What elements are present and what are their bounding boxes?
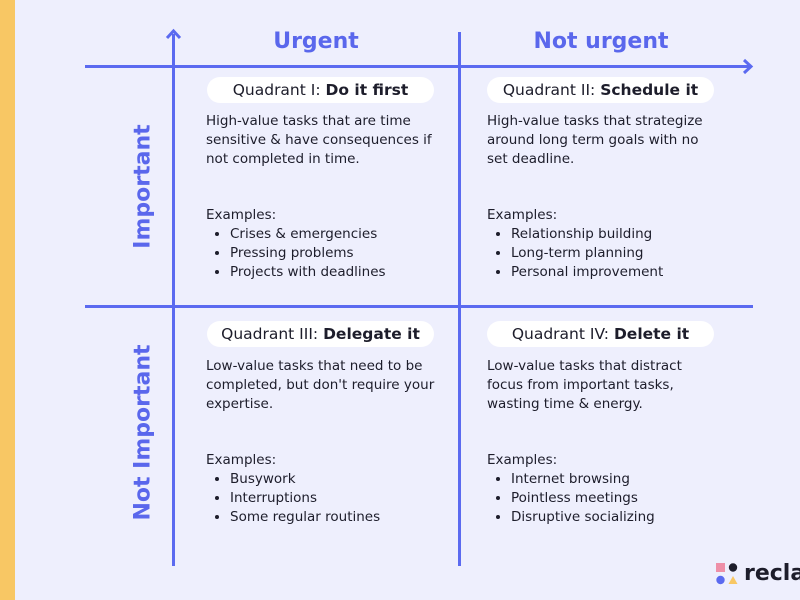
quadrant-1-examples: Examples: Crises & emergenciesPressing pr…	[206, 206, 386, 282]
quadrant-3-examples: Examples: BusyworkInterruptionsSome regul…	[206, 451, 380, 527]
examples-label: Examples:	[206, 207, 277, 223]
quadrant-action: Delete it	[613, 325, 690, 343]
logo-mark-icon	[716, 563, 738, 585]
example-item: Disruptive socializing	[511, 508, 655, 527]
reclaim-logo: reclaim	[716, 563, 800, 585]
logo-text: reclaim	[744, 561, 800, 586]
side-strip	[0, 0, 15, 600]
arrow-up-icon	[165, 28, 182, 40]
quadrant-2-examples: Examples: Relationship buildingLong-term …	[487, 206, 663, 282]
quadrant-action: Do it first	[325, 81, 409, 99]
example-item: Internet browsing	[511, 470, 655, 489]
quadrant-4-title: Quadrant IV: Delete it	[487, 321, 714, 347]
vertical-axis	[172, 34, 175, 566]
example-item: Projects with deadlines	[230, 263, 386, 282]
quadrant-1-description: High-value tasks that are time sensitive…	[206, 113, 432, 167]
quadrant-2-description: High-value tasks that strategize around …	[487, 113, 703, 167]
row-header-important: Important	[130, 124, 156, 249]
example-item: Crises & emergencies	[230, 225, 386, 244]
quadrant-2-title: Quadrant II: Schedule it	[487, 77, 714, 103]
quadrant-action: Delegate it	[323, 325, 420, 343]
example-item: Interruptions	[230, 489, 380, 508]
column-header-not-urgent: Not urgent	[533, 29, 669, 54]
quadrant-label: Quadrant IV:	[511, 325, 614, 343]
horizontal-axis	[85, 65, 751, 68]
column-header-urgent: Urgent	[273, 29, 359, 54]
example-item: Busywork	[230, 470, 380, 489]
quadrant-1-title: Quadrant I: Do it first	[207, 77, 434, 103]
quadrant-3-title: Quadrant III: Delegate it	[207, 321, 434, 347]
examples-label: Examples:	[206, 452, 277, 468]
quadrant-label: Quadrant II:	[502, 81, 601, 99]
example-item: Some regular routines	[230, 508, 380, 527]
horizontal-divider	[85, 305, 753, 308]
example-item: Relationship building	[511, 225, 663, 244]
quadrant-action: Schedule it	[600, 81, 699, 99]
example-item: Long-term planning	[511, 244, 663, 263]
vertical-divider	[458, 32, 461, 566]
example-item: Personal improvement	[511, 263, 663, 282]
examples-label: Examples:	[487, 452, 558, 468]
quadrant-3-description: Low-value tasks that need to be complete…	[206, 358, 435, 412]
quadrant-4-examples: Examples: Internet browsingPointless meet…	[487, 451, 655, 527]
quadrant-4-description: Low-value tasks that distract focus from…	[487, 358, 682, 412]
quadrant-label: Quadrant I:	[232, 81, 326, 99]
example-item: Pressing problems	[230, 244, 386, 263]
quadrant-label: Quadrant III:	[221, 325, 324, 343]
arrow-right-icon	[742, 58, 754, 75]
row-header-not-important: Not Important	[130, 344, 156, 521]
examples-label: Examples:	[487, 207, 558, 223]
example-item: Pointless meetings	[511, 489, 655, 508]
